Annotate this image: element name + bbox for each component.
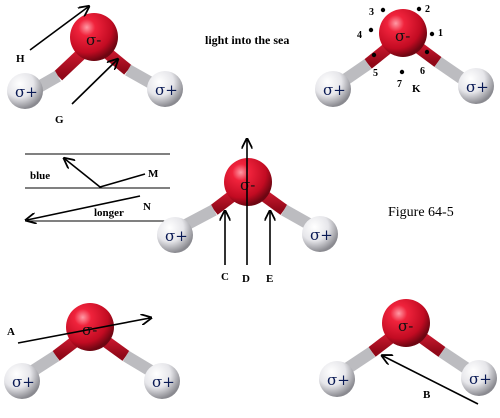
label-d: D xyxy=(242,273,250,285)
hydrogen-atom-left xyxy=(315,71,351,107)
label-g: G xyxy=(55,114,64,126)
molecule-bottom-right: σ- σ+ σ+ xyxy=(319,299,497,397)
hydrogen-atom-right xyxy=(144,363,180,399)
label-c: C xyxy=(221,271,229,283)
arrow-g xyxy=(71,60,117,105)
hydrogen-charge-right: σ+ xyxy=(466,78,489,96)
hydrogen-charge-left: σ+ xyxy=(15,83,38,101)
oxygen-charge: σ- xyxy=(86,31,101,49)
electron-label-7: 7 xyxy=(397,79,402,90)
arrow-a xyxy=(17,318,150,344)
oxygen-atom xyxy=(66,303,114,351)
electron-dot-3 xyxy=(380,7,386,13)
oxygen-atom xyxy=(70,13,118,61)
wave-label-longer: longer xyxy=(94,207,124,219)
label-m: M xyxy=(148,168,159,180)
label-b: B xyxy=(423,389,431,401)
hydrogen-atom-right xyxy=(302,216,338,252)
electron-dot-4 xyxy=(368,27,374,33)
oxygen-atom xyxy=(224,158,272,206)
arrow-b xyxy=(383,356,479,405)
hydrogen-atom-left xyxy=(7,73,43,109)
label-e: E xyxy=(266,273,273,285)
hydrogen-atom-right xyxy=(458,68,494,104)
hydrogen-atom-left xyxy=(4,363,40,399)
label-n: N xyxy=(143,201,151,213)
electron-dot-1 xyxy=(429,31,435,37)
electron-label-5: 5 xyxy=(373,68,378,79)
oxygen-atom xyxy=(379,9,427,57)
hydrogen-atom-left xyxy=(319,361,355,397)
figure-label: Figure 64-5 xyxy=(388,205,454,220)
electron-dot-5 xyxy=(371,52,377,58)
wave-diagram: blue M N longer xyxy=(25,153,170,221)
hydrogen-atom-right xyxy=(147,71,183,107)
electron-dot-2 xyxy=(416,6,422,12)
arrow-h xyxy=(29,7,88,51)
electron-label-1: 1 xyxy=(438,28,443,39)
hydrogen-atom-left xyxy=(157,217,193,253)
oxygen-charge: σ- xyxy=(398,317,413,335)
arrow-n xyxy=(27,195,141,220)
oxygen-charge: σ- xyxy=(395,27,410,45)
label-k: K xyxy=(412,83,421,95)
diagram-title: light into the sea xyxy=(205,33,289,47)
hydrogen-charge-right: σ+ xyxy=(310,226,333,244)
electron-label-2: 2 xyxy=(425,4,430,15)
hydrogen-charge-right: σ+ xyxy=(152,373,175,391)
label-h: H xyxy=(16,53,25,65)
hydrogen-charge-right: σ+ xyxy=(155,81,178,99)
label-a: A xyxy=(7,326,15,338)
electron-dot-7 xyxy=(399,69,405,75)
arrow-m xyxy=(65,159,146,188)
oxygen-atom xyxy=(382,299,430,347)
hydrogen-charge-left: σ+ xyxy=(323,81,346,99)
electron-label-3: 3 xyxy=(369,7,374,18)
hydrogen-charge-left: σ+ xyxy=(12,373,35,391)
hydrogen-atom-right xyxy=(461,360,497,396)
hydrogen-charge-left: σ+ xyxy=(327,371,350,389)
electron-label-4: 4 xyxy=(357,30,362,41)
electron-dot-6 xyxy=(424,49,430,55)
molecule-top-left: σ- σ+ σ+ xyxy=(7,13,183,109)
hydrogen-charge-right: σ+ xyxy=(469,370,492,388)
hydrogen-charge-left: σ+ xyxy=(165,227,188,245)
wave-label-blue: blue xyxy=(30,170,50,182)
molecule-bottom-left: σ- σ+ σ+ xyxy=(4,303,180,399)
electron-label-6: 6 xyxy=(420,66,425,77)
molecule-top-right: σ- σ+ σ+ xyxy=(315,9,494,107)
